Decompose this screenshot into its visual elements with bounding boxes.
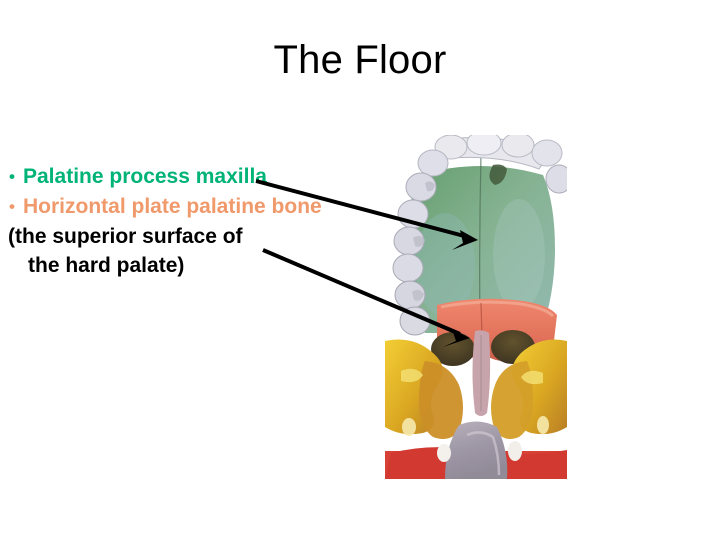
body-text-block: • Palatine process maxilla • Horizontal … xyxy=(6,162,356,280)
note-line-2: the hard palate) xyxy=(28,254,185,277)
note-line-1: (the superior surface of xyxy=(8,225,243,248)
bullet-dot-icon: • xyxy=(9,167,15,186)
bullet-label-palatine-process: Palatine process maxilla xyxy=(23,165,267,188)
bullet-dot-icon: • xyxy=(9,197,15,216)
figure-texture-overlay xyxy=(385,135,567,479)
anatomy-illustration xyxy=(385,135,567,479)
occipital-highlight xyxy=(466,431,501,476)
bullet-item-horizontal-plate: • Horizontal plate palatine bone xyxy=(6,192,356,221)
styloid-process-right xyxy=(508,441,522,461)
bullet-label-horizontal-plate: Horizontal plate palatine bone xyxy=(23,195,322,218)
styloid-process-left xyxy=(437,444,451,462)
bullet-item-palatine-process: • Palatine process maxilla xyxy=(6,162,356,191)
page-title: The Floor xyxy=(273,38,447,82)
pterygoid-plates xyxy=(385,339,567,439)
hard-palate-drawing xyxy=(385,135,567,479)
palate-highlight-right xyxy=(493,199,545,311)
incisive-foramen xyxy=(489,164,507,185)
